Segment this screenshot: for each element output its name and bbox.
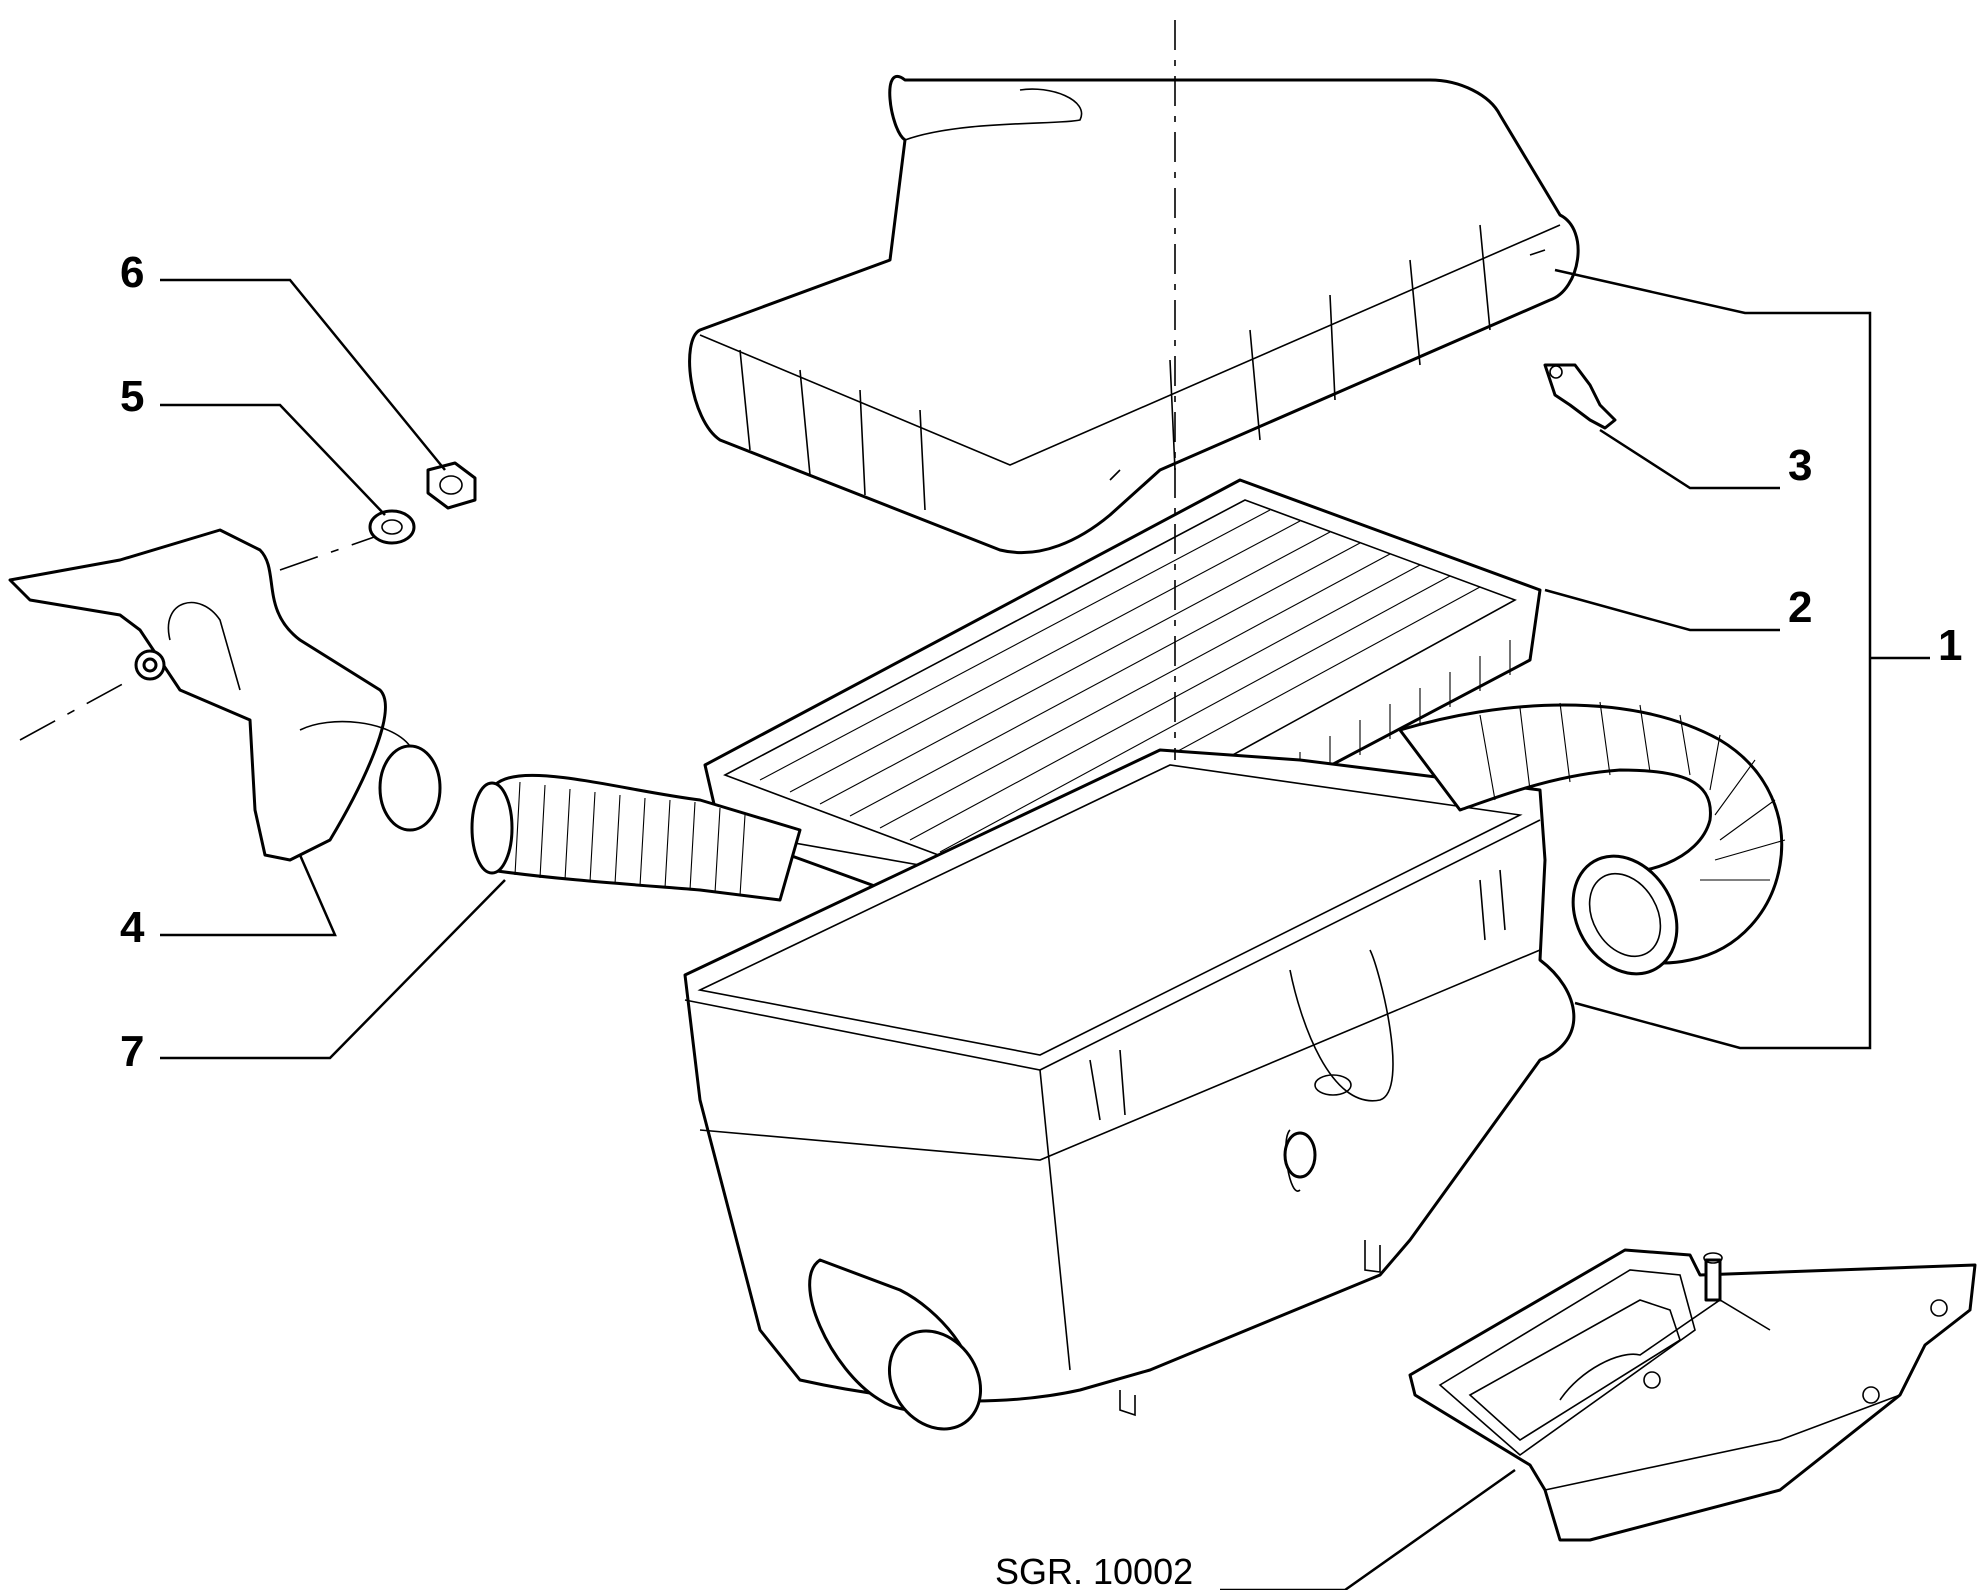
callout-1: 1	[1938, 621, 1962, 670]
leader-4	[160, 854, 337, 937]
washer-5	[368, 509, 416, 545]
callout-3: 3	[1788, 441, 1812, 490]
leader-lines	[160, 20, 1930, 1590]
leader-5	[160, 403, 386, 516]
mounting-base	[1408, 1248, 1977, 1542]
airbox-cover	[688, 75, 1580, 555]
callout-2: 2	[1788, 583, 1812, 632]
leader-7	[160, 879, 506, 1060]
callout-6: 6	[120, 248, 144, 297]
leader-2	[1544, 588, 1780, 632]
airbox-housing	[683, 748, 1576, 1431]
callout-5: 5	[120, 372, 144, 421]
callout-7: 7	[120, 1027, 144, 1076]
leader-3	[1599, 428, 1780, 490]
bracket-left	[8, 528, 442, 862]
leader-6	[160, 278, 446, 471]
hose-left	[470, 773, 802, 902]
nut-6	[426, 461, 477, 510]
hose-right	[1398, 701, 1786, 976]
clip-3	[1543, 363, 1617, 430]
leader-ref	[1220, 1468, 1516, 1590]
reference-code: SGR. 10002	[995, 1551, 1193, 1590]
leader-1-bracket	[1554, 268, 1872, 1050]
callout-4: 4	[120, 903, 145, 952]
